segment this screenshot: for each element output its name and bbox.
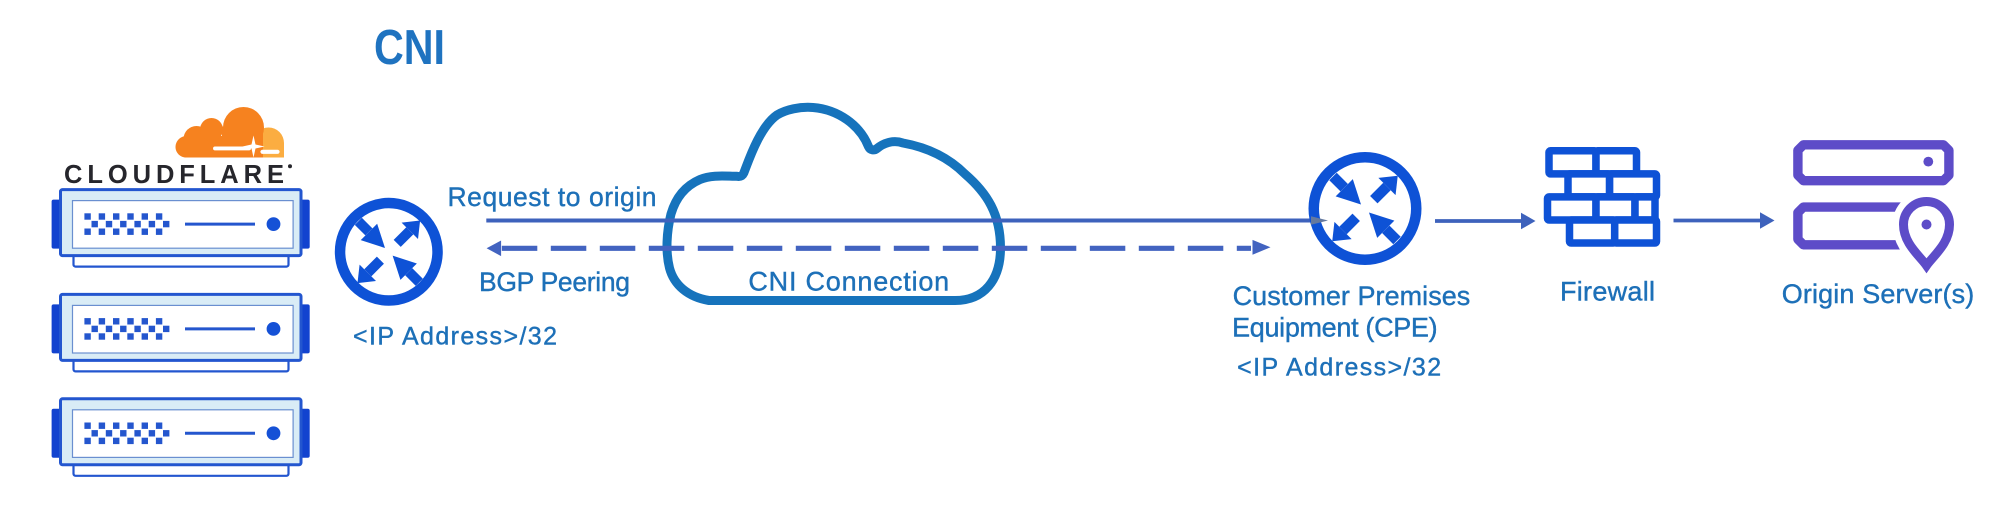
svg-text:Equipment (CPE): Equipment (CPE): [1232, 313, 1438, 343]
svg-text:BGP Peering: BGP Peering: [479, 267, 630, 297]
svg-text:Customer Premises: Customer Premises: [1233, 281, 1471, 311]
svg-text:Firewall: Firewall: [1560, 277, 1655, 307]
svg-text:Origin Server(s): Origin Server(s): [1782, 279, 1975, 309]
svg-text:CNI: CNI: [374, 20, 445, 75]
svg-text:<IP Address>/32: <IP Address>/32: [1237, 354, 1441, 382]
svg-text:<IP Address>/32: <IP Address>/32: [353, 322, 557, 350]
svg-text:Request to origin: Request to origin: [448, 182, 657, 212]
svg-text:CLOUDFLARE: CLOUDFLARE: [64, 161, 284, 189]
svg-text:CNI Connection: CNI Connection: [748, 267, 949, 297]
